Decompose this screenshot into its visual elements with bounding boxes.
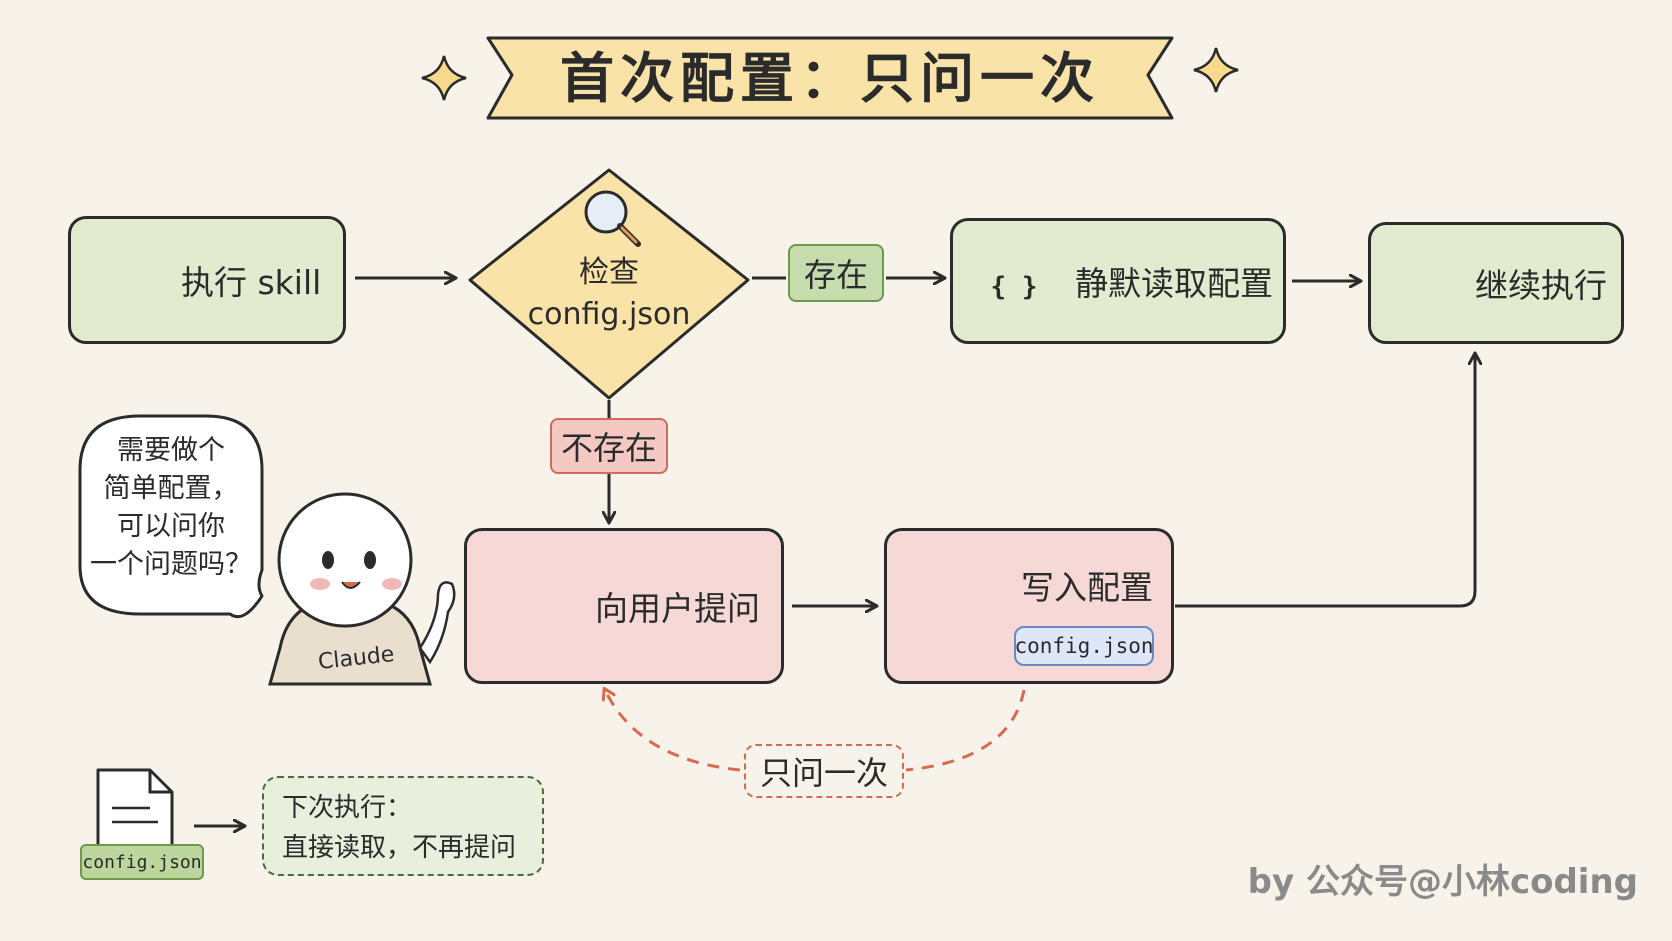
footer-note-line1: 下次执行： [282, 793, 413, 823]
footer-file-chip: config.json [80, 844, 204, 880]
edge-ask-once-loop [905, 689, 1026, 772]
page-title: 首次配置：只问一次 [560, 46, 1100, 110]
node-continue[interactable]: 继续执行 [1368, 222, 1624, 344]
check-diamond [468, 168, 750, 400]
footer-note: 下次执行： 直接读取，不再提问 [262, 776, 544, 876]
node-ask-user[interactable]: 向用户提问 [464, 528, 784, 684]
json-file-icon-braces: { } [990, 272, 1038, 302]
check-label-line2: config.json [527, 297, 691, 332]
edge-ask-once-loop-arrow [601, 686, 741, 772]
check-label[interactable]: 检查 config.json [500, 252, 718, 336]
speech-bubble-line: 简单配置， [103, 473, 239, 504]
node-run-skill[interactable]: 执行 skill [68, 216, 346, 344]
sparkle-icon [421, 55, 467, 101]
speech-bubble-text: 需要做个 简单配置， 可以问你 一个问题吗？ [86, 432, 256, 584]
tag-ask-once: 只问一次 [744, 744, 904, 798]
node-ask-user-label: 向用户提问 [595, 589, 760, 628]
write-config-file-chip: config.json [1014, 626, 1154, 666]
speech-bubble [78, 414, 264, 619]
magnifier-icon [584, 190, 641, 247]
footer-note-line2: 直接读取，不再提问 [282, 833, 517, 863]
node-silent-read[interactable]: 静默读取配置 [950, 218, 1286, 344]
node-write-config-label: 写入配置 [1021, 568, 1153, 607]
credit-text: by 公众号@小林coding [1247, 862, 1638, 902]
node-run-skill-label: 执行 skill [181, 263, 322, 302]
node-continue-label: 继续执行 [1475, 266, 1607, 305]
sparkle-icon [1193, 47, 1239, 93]
node-silent-read-label: 静默读取配置 [1075, 264, 1273, 303]
title-banner [486, 36, 1174, 120]
speech-bubble-line: 需要做个 [117, 435, 225, 466]
edge-write-to-continue [1175, 354, 1475, 608]
check-label-line1: 检查 [579, 255, 639, 290]
tag-not-exists: 不存在 [550, 418, 668, 474]
tag-exists: 存在 [788, 244, 884, 302]
speech-bubble-line: 一个问题吗？ [90, 549, 252, 580]
speech-bubble-line: 可以问你 [117, 511, 225, 542]
mascot [268, 492, 456, 686]
